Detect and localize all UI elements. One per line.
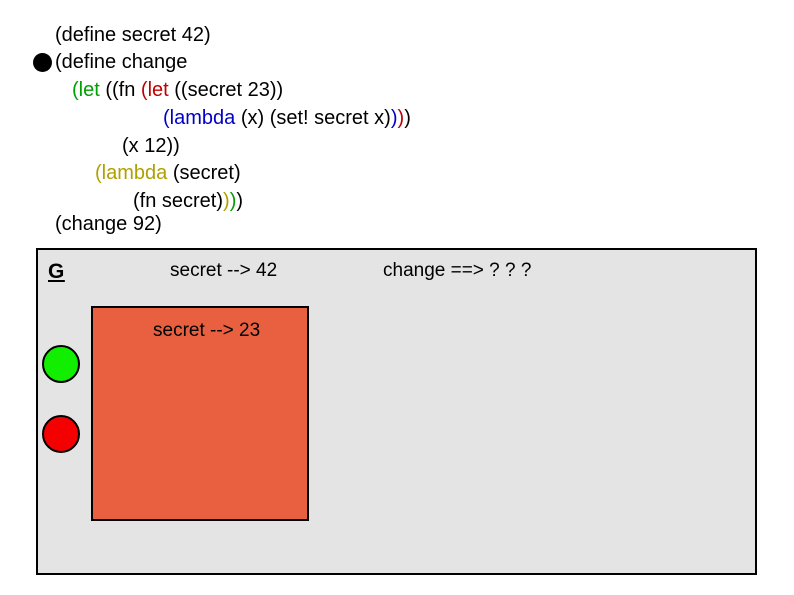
- code-token: (fn secret): [133, 190, 224, 212]
- line-change-92: (change 92): [55, 211, 162, 237]
- code-token: (define secret 42): [55, 24, 211, 46]
- code-token: ): [397, 107, 405, 129]
- inner-frame-box: secret --> 23: [91, 306, 309, 521]
- environment-diagram-panel: G secret --> 42 change ==> ? ? ? secret …: [36, 248, 757, 575]
- line-x-12: (x 12)): [122, 133, 180, 159]
- line-define-change: (define change: [55, 49, 187, 75]
- filled-circle-bullet-icon: [33, 53, 52, 72]
- line-lambda-setter: (lambda (x) (set! secret x)))): [163, 105, 411, 131]
- code-token: ): [404, 107, 411, 129]
- code-token: (x) (set! secret x): [235, 107, 391, 129]
- global-frame-label: G: [48, 260, 65, 283]
- closure-dot-fn: [42, 345, 80, 383]
- code-token: ((fn: [99, 79, 141, 101]
- code-token: (let: [140, 79, 169, 101]
- line-fn-secret: (fn secret)))): [133, 188, 243, 214]
- code-token: (secret): [167, 162, 241, 184]
- code-token: ): [236, 190, 244, 212]
- code-token: ): [229, 190, 237, 212]
- global-binding-change: change ==> ? ? ?: [383, 260, 532, 281]
- code-token: (lambda: [163, 107, 236, 129]
- code-token: ): [390, 107, 398, 129]
- code-token: ((secret 23)): [168, 79, 284, 101]
- code-token: (define change: [55, 51, 188, 73]
- code-token: (let: [72, 79, 100, 101]
- code-token: (lambda: [95, 162, 168, 184]
- line-define-secret: (define secret 42): [55, 22, 211, 48]
- scheme-code-block: (define secret 42) (define change (let ((f…: [0, 0, 794, 240]
- closure-dot-change: [42, 415, 80, 453]
- code-token: (change 92): [55, 213, 162, 235]
- code-token: (x 12)): [122, 135, 180, 157]
- global-binding-secret: secret --> 42: [170, 260, 278, 281]
- code-token: ): [223, 190, 230, 212]
- line-let-outer: (let ((fn (let ((secret 23)): [72, 77, 283, 103]
- inner-binding-secret: secret --> 23: [153, 320, 261, 341]
- line-lambda-secret: (lambda (secret): [95, 160, 241, 186]
